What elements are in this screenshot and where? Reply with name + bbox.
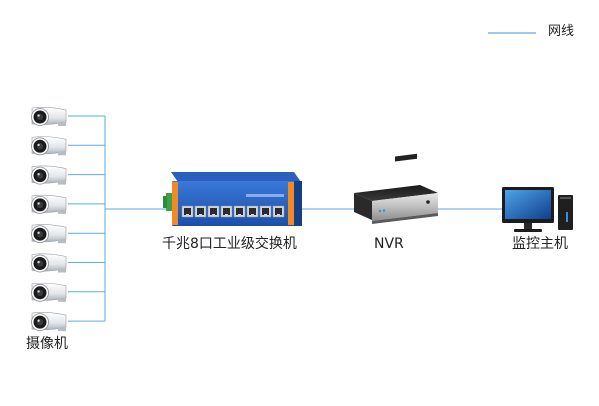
- switch-port: [259, 205, 272, 218]
- camera-icon: [31, 136, 67, 156]
- pc-tower-icon: [558, 195, 573, 230]
- legend-label: 网线: [548, 24, 575, 39]
- network-cable-lines: [68, 115, 502, 322]
- camera-group: [31, 107, 67, 332]
- nvr-icon: [354, 153, 438, 224]
- switch-icon: [163, 172, 302, 226]
- switch-port: [207, 205, 220, 218]
- switch-label: 千兆8口工业级交换机: [162, 236, 297, 252]
- switch-port: [233, 205, 246, 218]
- monitor-icon: [502, 187, 554, 232]
- switch-port: [220, 205, 233, 218]
- camera-icon: [31, 194, 67, 214]
- switch-port: [181, 205, 194, 218]
- camera-icon: [31, 253, 67, 273]
- switch-port: [194, 205, 207, 218]
- camera-label: 摄像机: [26, 336, 68, 352]
- camera-icon: [31, 165, 67, 185]
- switch-port: [246, 205, 259, 218]
- camera-icon: [31, 282, 67, 302]
- switch-port-row: [181, 205, 285, 218]
- camera-icon: [31, 312, 67, 332]
- camera-icon: [31, 107, 67, 126]
- nvr-label: NVR: [374, 236, 404, 252]
- switch-port: [272, 205, 285, 218]
- camera-icon: [31, 224, 67, 244]
- host-label: 监控主机: [512, 236, 568, 252]
